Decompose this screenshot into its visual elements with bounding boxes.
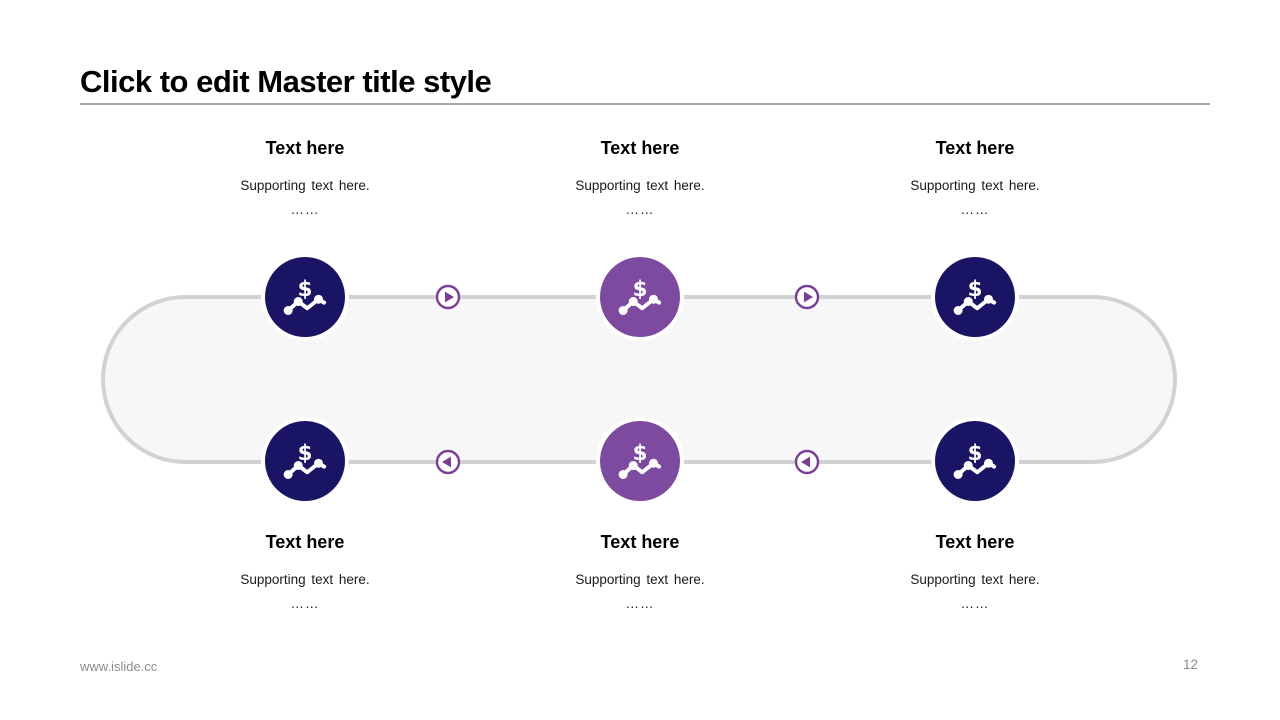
arrow-right-icon [794,284,820,310]
svg-text:$: $ [968,277,983,302]
dollar-trend-icon: $ [953,441,997,479]
slide-title-placeholder[interactable]: Click to edit Master title style [80,64,492,99]
dollar-trend-icon: $ [283,441,327,479]
text-block-bottom-3[interactable]: Text here Supporting text here. …… [845,531,1105,611]
flow-arrow-top-1[interactable] [435,284,461,310]
footer-website-link[interactable]: www.islide.cc [80,659,158,674]
svg-text:$: $ [968,441,983,466]
arrow-left-icon [435,449,461,475]
slide-page-number: 12 [1182,657,1198,672]
text-block-ellipsis: …… [960,202,990,217]
text-block-supporting: Supporting text here. [910,572,1040,587]
svg-text:$: $ [298,441,313,466]
text-block-supporting: Supporting text here. [240,572,370,587]
text-block-supporting: Supporting text here. [240,178,370,193]
money-node-top-2[interactable]: $ [600,257,680,337]
title-divider [80,103,1210,105]
text-block-top-2[interactable]: Text here Supporting text here. …… [510,137,770,217]
svg-text:$: $ [633,277,648,302]
text-block-supporting: Supporting text here. [575,178,705,193]
money-node-top-3[interactable]: $ [935,257,1015,337]
money-node-bottom-2[interactable]: $ [600,421,680,501]
text-block-ellipsis: …… [290,596,320,611]
flow-arrow-top-2[interactable] [794,284,820,310]
money-node-bottom-1[interactable]: $ [265,421,345,501]
dollar-trend-icon: $ [283,277,327,315]
text-block-heading: Text here [265,532,345,552]
svg-text:$: $ [633,441,648,466]
money-node-top-1[interactable]: $ [265,257,345,337]
text-block-supporting: Supporting text here. [575,572,705,587]
text-block-heading: Text here [935,532,1015,552]
flow-arrow-bottom-1[interactable] [435,449,461,475]
arrow-left-icon [794,449,820,475]
text-block-heading: Text here [600,138,680,158]
text-block-ellipsis: …… [625,596,655,611]
svg-text:$: $ [298,277,313,302]
arrow-right-icon [435,284,461,310]
text-block-supporting: Supporting text here. [910,178,1040,193]
text-block-top-3[interactable]: Text here Supporting text here. …… [845,137,1105,217]
dollar-trend-icon: $ [953,277,997,315]
text-block-bottom-1[interactable]: Text here Supporting text here. …… [175,531,435,611]
text-block-ellipsis: …… [290,202,320,217]
dollar-trend-icon: $ [618,441,662,479]
text-block-ellipsis: …… [625,202,655,217]
text-block-top-1[interactable]: Text here Supporting text here. …… [175,137,435,217]
text-block-bottom-2[interactable]: Text here Supporting text here. …… [510,531,770,611]
flow-arrow-bottom-2[interactable] [794,449,820,475]
dollar-trend-icon: $ [618,277,662,315]
text-block-heading: Text here [600,532,680,552]
text-block-heading: Text here [265,138,345,158]
text-block-heading: Text here [935,138,1015,158]
text-block-ellipsis: …… [960,596,990,611]
money-node-bottom-3[interactable]: $ [935,421,1015,501]
